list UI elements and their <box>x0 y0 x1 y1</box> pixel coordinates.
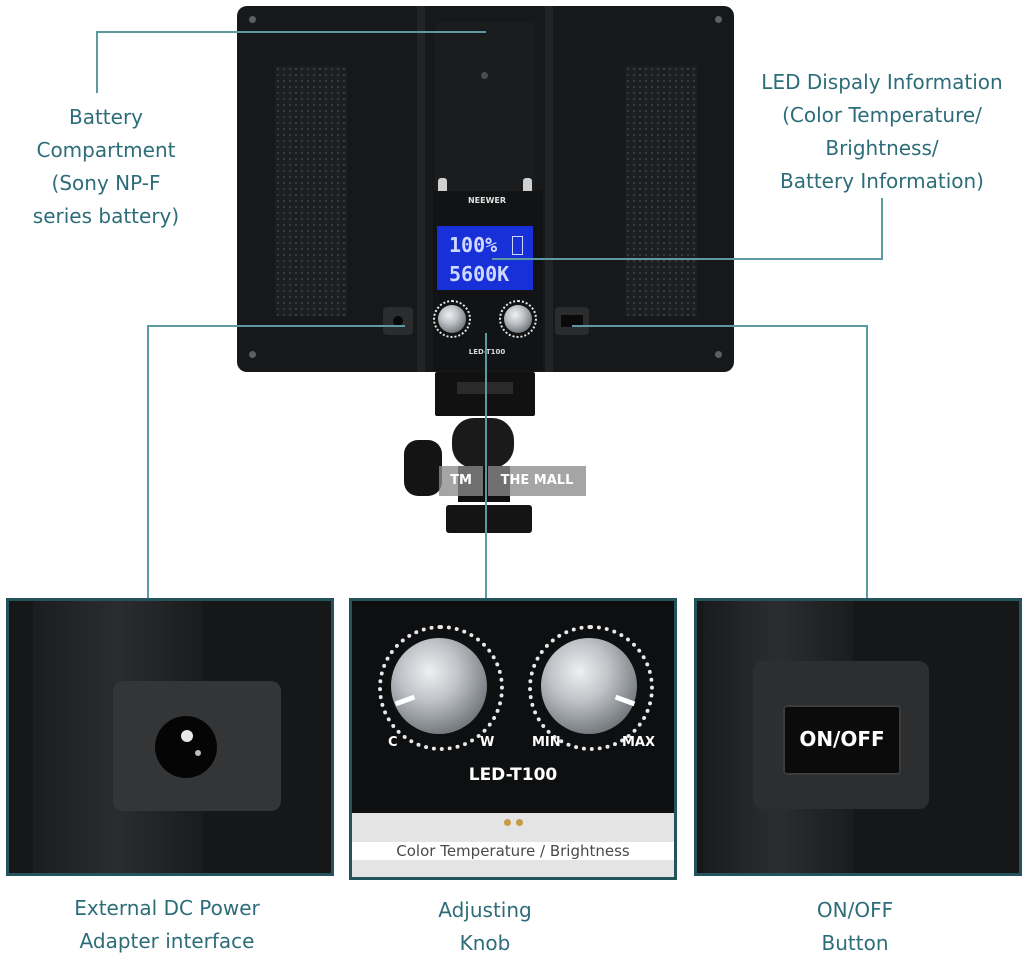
switch-inset: ON/OFF <box>694 598 1022 876</box>
battery-contact <box>481 72 488 79</box>
battery-plate <box>435 22 535 197</box>
leader-line-switch <box>572 325 868 327</box>
on-off-switch-label: ON/OFF <box>799 727 885 751</box>
dc-port-housing <box>113 681 281 811</box>
corner-screw <box>249 16 256 23</box>
battery-icon <box>512 236 523 255</box>
brand-logo: NEEWER <box>467 196 507 205</box>
left-vent-grill <box>275 66 347 316</box>
leader-line-lcd <box>881 198 883 260</box>
knob-inset-caption: Color Temperature / Brightness <box>352 842 674 860</box>
power-switch[interactable] <box>555 307 589 335</box>
lcd-temperature-readout: 5600K <box>449 262 510 286</box>
battery-latch-right <box>523 178 532 194</box>
left-curve-edge <box>417 6 425 372</box>
inset-model-label: LED-T100 <box>468 765 558 785</box>
color-temp-max-label: W <box>480 735 495 750</box>
leader-line-battery <box>96 31 98 93</box>
dc-power-label: External DC Power Adapter interface <box>74 896 260 953</box>
leader-line-knob <box>485 333 487 600</box>
ball-head-knob <box>404 440 442 496</box>
corner-screw <box>249 351 256 358</box>
leader-line-dc <box>147 325 149 600</box>
corner-screw <box>715 16 722 23</box>
brightness-scale <box>528 625 654 751</box>
brightness-max-label: MAX <box>622 735 656 750</box>
corner-screw <box>715 351 722 358</box>
color-temp-knob-scale <box>433 300 471 338</box>
color-temp-knob-large[interactable] <box>391 638 487 734</box>
leader-line-switch <box>866 325 868 600</box>
leader-line-lcd <box>492 258 883 260</box>
brightness-knob[interactable] <box>504 305 532 333</box>
brightness-min-label: MIN <box>532 735 561 750</box>
onoff-button-label: ON/OFF Button <box>816 898 894 955</box>
right-vent-grill <box>625 66 697 316</box>
color-temp-scale <box>378 625 504 751</box>
led-display-label: LED Dispaly Information (Color Temperatu… <box>761 70 1003 193</box>
adjusting-knob-label: Adjusting Knob <box>438 898 532 955</box>
battery-label: Battery Compartment (Sony NP-F series ba… <box>32 105 180 228</box>
lcd-brightness-readout: 100% <box>449 233 498 257</box>
switch-housing: ON/OFF <box>753 661 929 809</box>
leader-line-dc <box>147 325 405 327</box>
model-label: LED-T100 <box>447 348 527 356</box>
battery-latch-left <box>438 178 447 194</box>
on-off-rocker[interactable]: ON/OFF <box>783 705 901 775</box>
dc-port-inset <box>6 598 334 876</box>
brightness-knob-scale <box>499 300 537 338</box>
led-light-panel: NEEWER 100% 5600K LED-T100 <box>237 6 734 372</box>
watermark-right: THE MALL <box>488 466 586 496</box>
brightness-knob-large[interactable] <box>541 638 637 734</box>
right-curve-edge <box>545 6 553 372</box>
hot-shoe-adapter <box>446 505 532 533</box>
dc-input-port[interactable] <box>383 307 413 335</box>
color-temp-min-label: C <box>388 735 398 750</box>
leader-line-battery <box>96 31 486 33</box>
color-temp-knob[interactable] <box>438 305 466 333</box>
watermark-left: TM <box>439 466 483 496</box>
knob-inset: C W MIN MAX LED-T100 Color Temperature /… <box>349 598 677 880</box>
dc-port-socket[interactable] <box>155 716 217 778</box>
ball-head-neck <box>452 418 514 468</box>
